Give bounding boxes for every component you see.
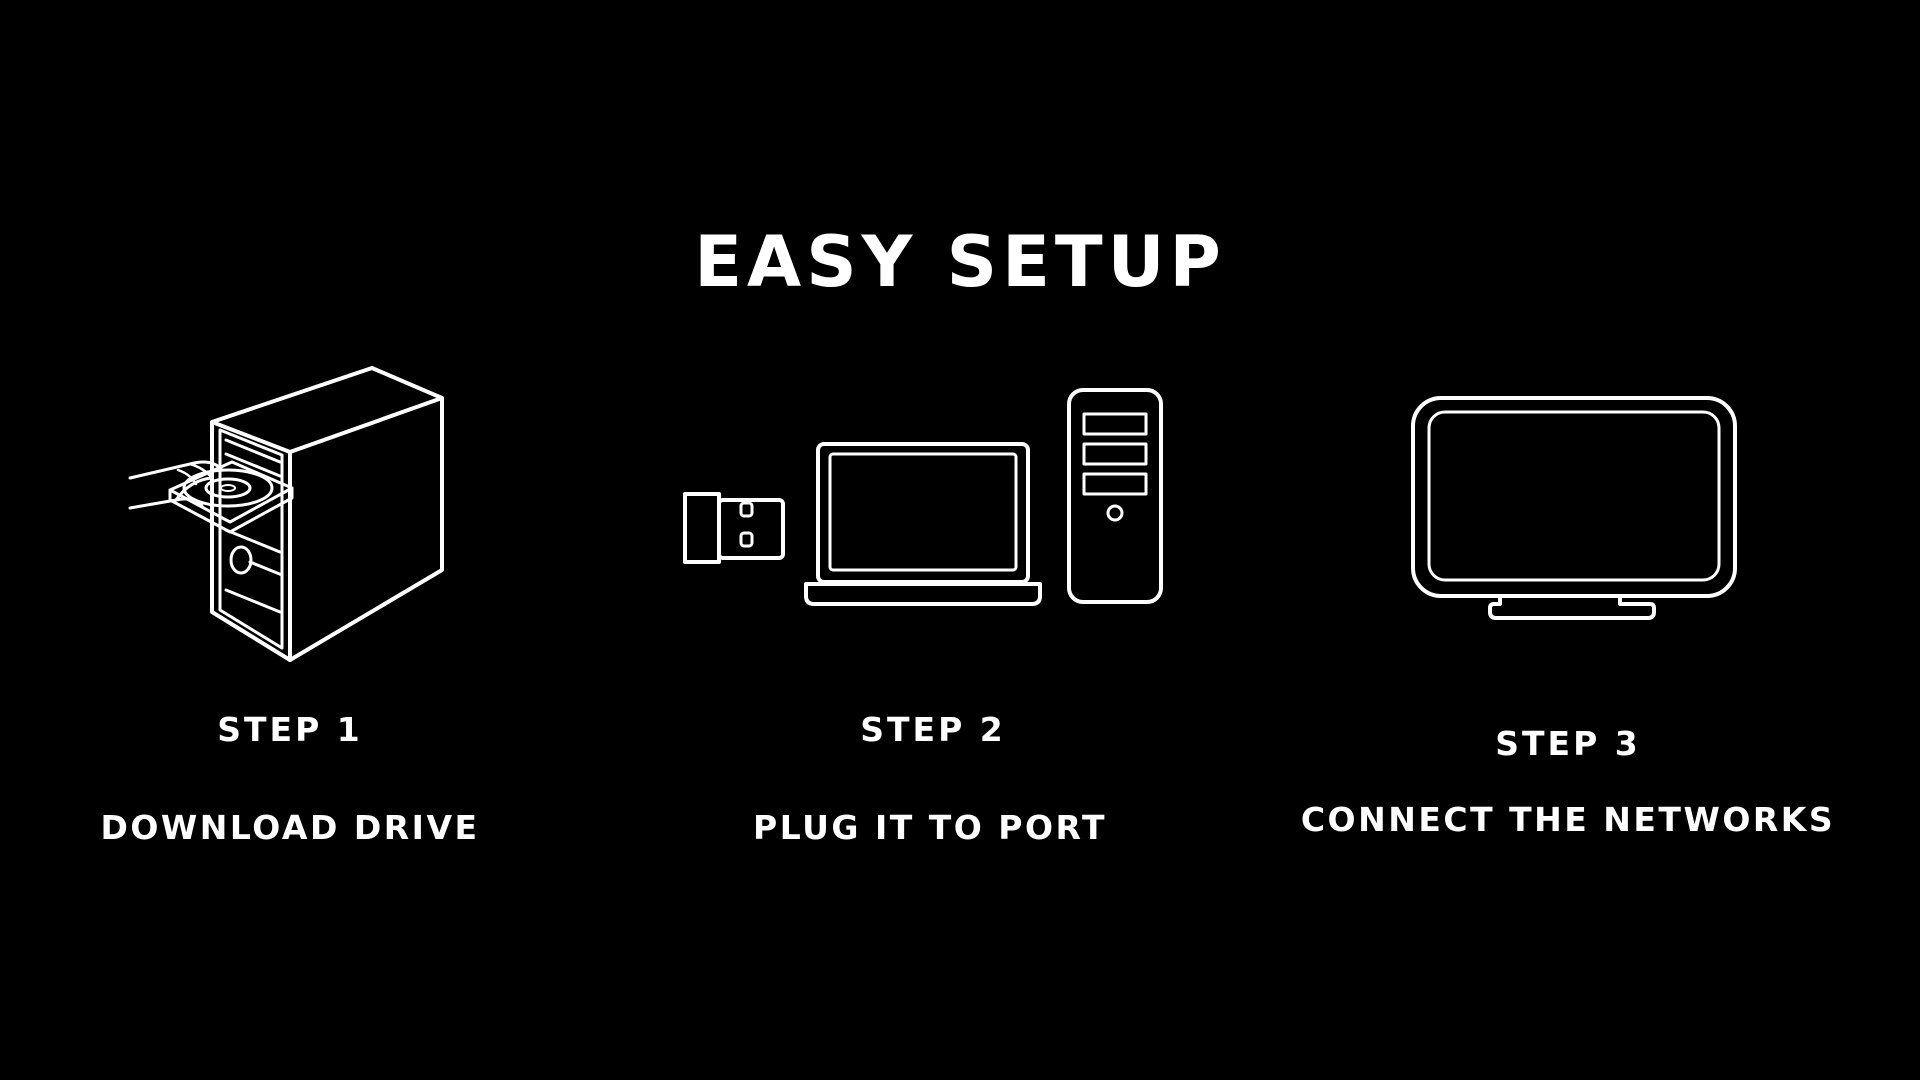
- monitor-icon: [1411, 396, 1737, 620]
- step-2-description: PLUG IT TO PORT: [753, 808, 1107, 847]
- laptop-icon: [804, 442, 1042, 606]
- usb-laptop-desktop-icon: [683, 388, 1163, 606]
- desktop-tower-icon: [1067, 388, 1163, 604]
- step-3-description: CONNECT THE NETWORKS: [1300, 800, 1836, 839]
- step-1-description: DOWNLOAD DRIVE: [100, 808, 480, 847]
- pc-tower-disc-icon: [128, 366, 444, 662]
- step-3-number: STEP 3: [1495, 724, 1641, 763]
- step-1-number: STEP 1: [217, 710, 363, 749]
- step-2-number: STEP 2: [860, 710, 1006, 749]
- page-title: EASY SETUP: [694, 221, 1226, 303]
- usb-dongle-icon: [683, 492, 785, 564]
